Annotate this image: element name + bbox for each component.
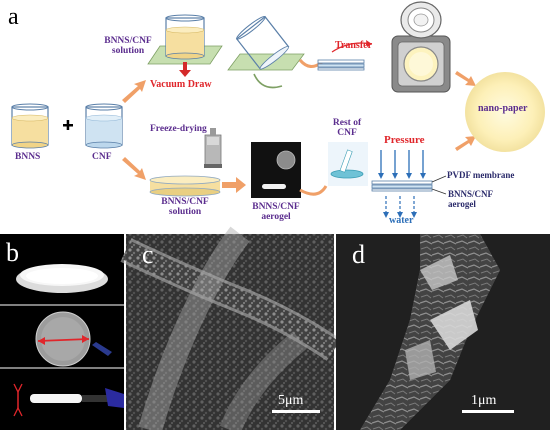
nano-paper-disc	[465, 72, 545, 152]
aerogel2-line1: BNNS/CNF	[448, 189, 494, 199]
bnns-label: BNNS	[15, 152, 41, 162]
nano-paper-label: nano-paper	[478, 103, 528, 114]
panel-label-b: b	[6, 238, 19, 267]
vacuum-draw-label: Vacuum Draw	[150, 79, 212, 90]
aerogel-photo	[251, 142, 301, 198]
freeze-drying-label: Freeze-drying	[150, 124, 207, 134]
panel-d	[336, 234, 550, 430]
cnf-label: CNF	[92, 152, 112, 162]
arrow-to-vacuum	[122, 80, 146, 103]
pvdf-membrane-label: PVDF membrane	[447, 170, 515, 180]
vacuum-filtration-setup	[147, 14, 223, 77]
scale-bar-d-label: 1μm	[471, 393, 497, 408]
panel-label-a: a	[8, 4, 19, 30]
aerogel2-line2: aerogel	[448, 199, 476, 209]
top-solution-line2: solution	[111, 46, 145, 56]
aerogel-line1: BNNS/CNF	[252, 202, 300, 212]
panel-b	[0, 234, 124, 430]
arrow-to-transfer	[298, 58, 323, 68]
plus-icon	[63, 120, 73, 130]
aerogel-label: BNNS/CNF aerogel	[246, 202, 306, 222]
bottom-solution-line1: BNNS/CNF	[161, 197, 209, 207]
bottom-solution-line2: solution	[168, 207, 202, 217]
freeze-dryer-icon	[204, 128, 222, 168]
aerogel2-label: BNNS/CNF aerogel	[448, 189, 493, 209]
panel-label-c: c	[142, 240, 154, 269]
transfer-strip	[317, 40, 373, 71]
arrow-press-to-nanopaper	[455, 71, 476, 86]
pressure-arrows	[378, 150, 426, 179]
panel-a	[11, 1, 545, 218]
rest-cnf-line1: Rest of	[332, 118, 362, 128]
aerogel-line2: aerogel	[261, 212, 291, 222]
arrow-to-rest-cnf	[299, 185, 328, 196]
transfer-label: Transfer	[335, 40, 373, 51]
bottom-solution-label: BNNS/CNF solution	[155, 197, 215, 217]
top-solution-line1: BNNS/CNF	[104, 36, 152, 46]
panel-label-d: d	[352, 240, 365, 269]
rest-cnf-label: Rest of CNF	[325, 118, 369, 138]
roller-press	[391, 1, 451, 93]
water-arrows	[383, 196, 417, 218]
bnns-beaker	[11, 103, 49, 149]
scale-bar-c-label: 5μm	[278, 393, 304, 408]
arrow-aerogel-to-nanopaper	[455, 136, 476, 151]
water-label: water	[389, 215, 414, 226]
membrane-stack	[371, 175, 447, 195]
pressure-label: Pressure	[384, 134, 425, 146]
petri-dish	[149, 175, 221, 197]
beaker-removal-step	[227, 15, 305, 89]
top-solution-label: BNNS/CNF solution	[98, 36, 158, 56]
cnf-beaker	[85, 103, 123, 149]
arrow-to-aerogel	[222, 177, 246, 193]
panel-c	[120, 226, 342, 430]
arrow-to-freeze	[122, 157, 146, 180]
rest-cnf-line2: CNF	[337, 128, 357, 138]
rest-cnf-dropper	[328, 142, 368, 186]
